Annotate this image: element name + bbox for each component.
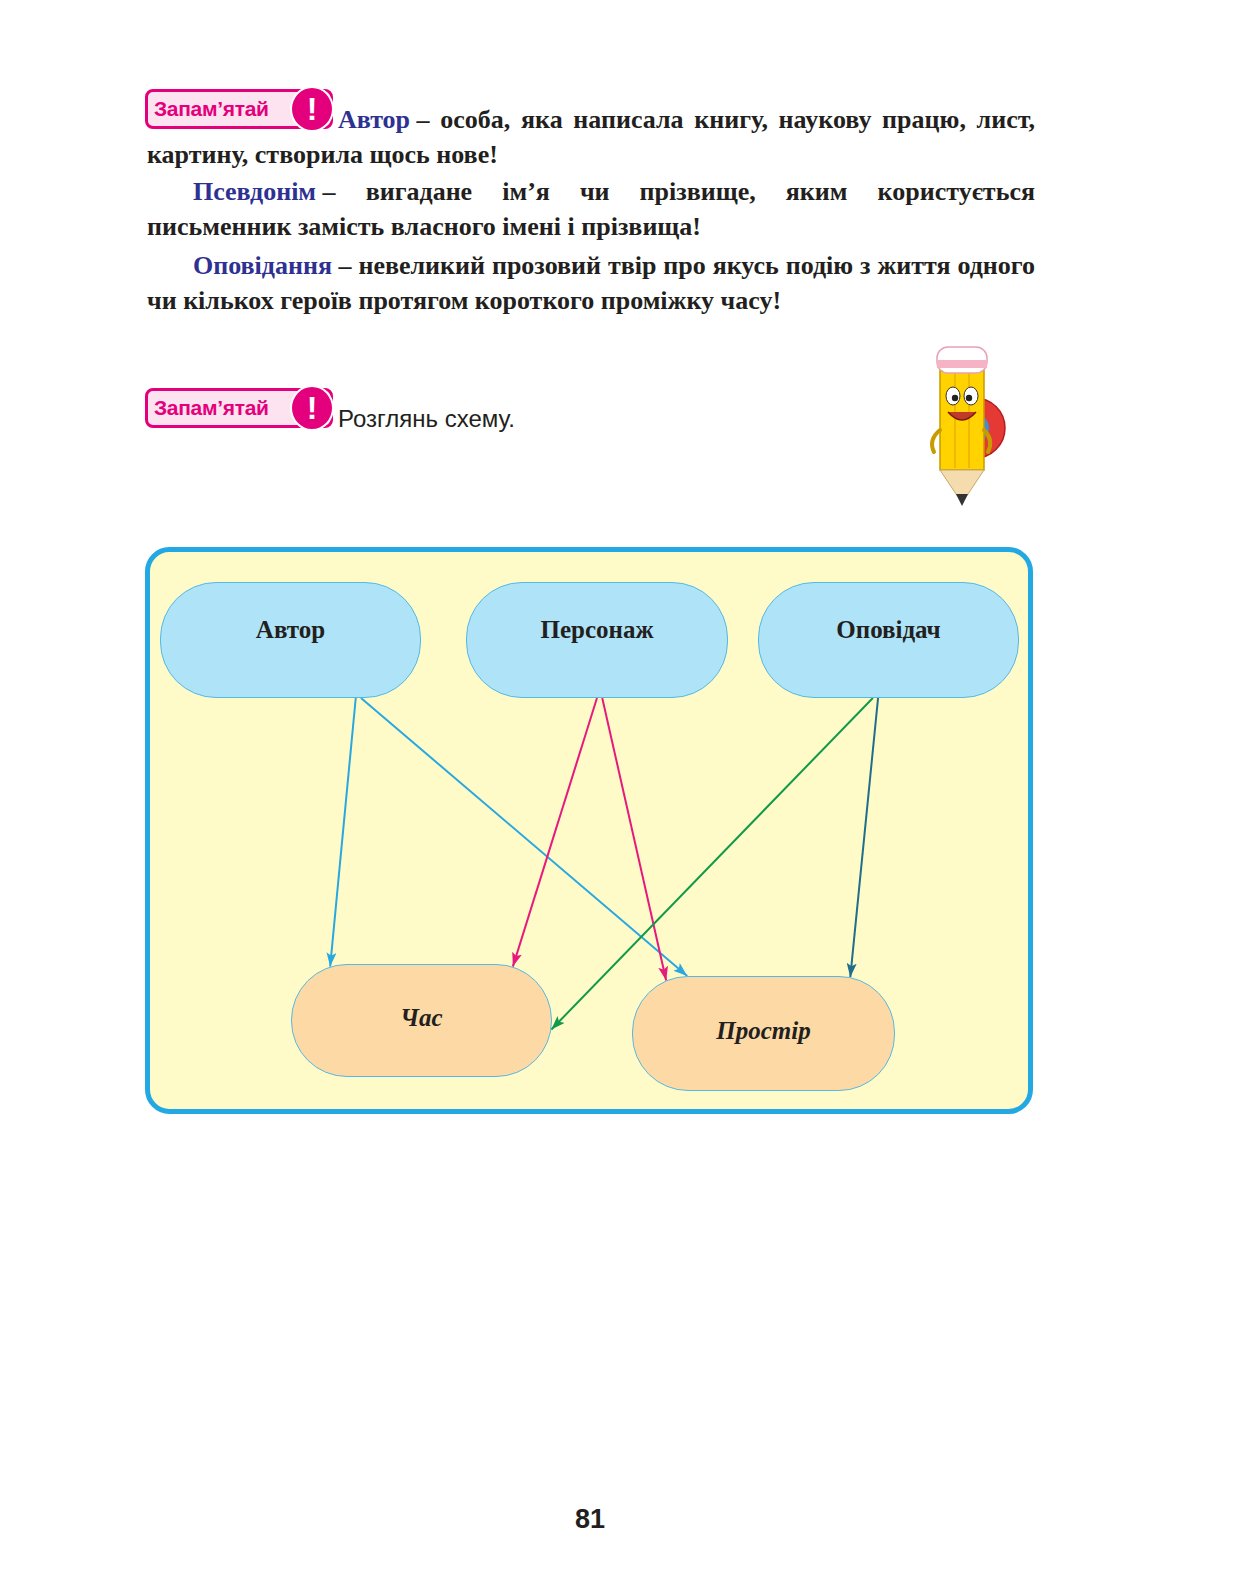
- badge-text: Запам’ятай: [148, 97, 269, 121]
- arrow-connector: [602, 698, 666, 980]
- definition-paragraph: Автор– особа, яка написала книгу, науков…: [147, 102, 1035, 172]
- term-word: Псевдонім: [193, 177, 316, 206]
- term-word: Оповідання: [193, 251, 332, 280]
- page-number: 81: [555, 1503, 625, 1535]
- instruction-text: Розглянь схему.: [338, 404, 515, 434]
- remember-badge: Запам’ятай!: [145, 89, 333, 129]
- box-label: Час: [400, 1004, 442, 1032]
- exclamation-mark: !: [290, 86, 334, 132]
- concept-box: Оповідач: [758, 582, 1019, 698]
- arrow-connector: [513, 698, 597, 967]
- exclamation-mark: !: [290, 385, 334, 431]
- concept-box: Персонаж: [466, 582, 728, 698]
- arrow-connector: [850, 698, 878, 977]
- remember-badge: Запам’ятай!: [145, 388, 333, 428]
- badge-text: Запам’ятай: [148, 396, 269, 420]
- box-label: Оповідач: [836, 616, 940, 644]
- box-label: Персонаж: [540, 616, 653, 644]
- arrow-connector: [361, 698, 687, 976]
- concept-box: Автор: [160, 582, 421, 698]
- definition-paragraph: Оповідання– невеликий прозовий твір про …: [147, 248, 1035, 318]
- box-label: Простір: [716, 1017, 810, 1045]
- box-label: Автор: [256, 616, 325, 644]
- definition-text: – особа, яка написала книгу, наукову пра…: [147, 105, 1035, 169]
- scheme-frame: [148, 550, 1031, 1112]
- term-word: Автор: [338, 105, 410, 134]
- pencil-mascot: [932, 347, 1005, 506]
- category-box: Час: [291, 964, 552, 1077]
- definition-paragraph: Псевдонім– вигадане ім’я чи прізвище, як…: [147, 174, 1035, 244]
- arrow-connector: [330, 698, 356, 967]
- category-box: Простір: [632, 976, 895, 1091]
